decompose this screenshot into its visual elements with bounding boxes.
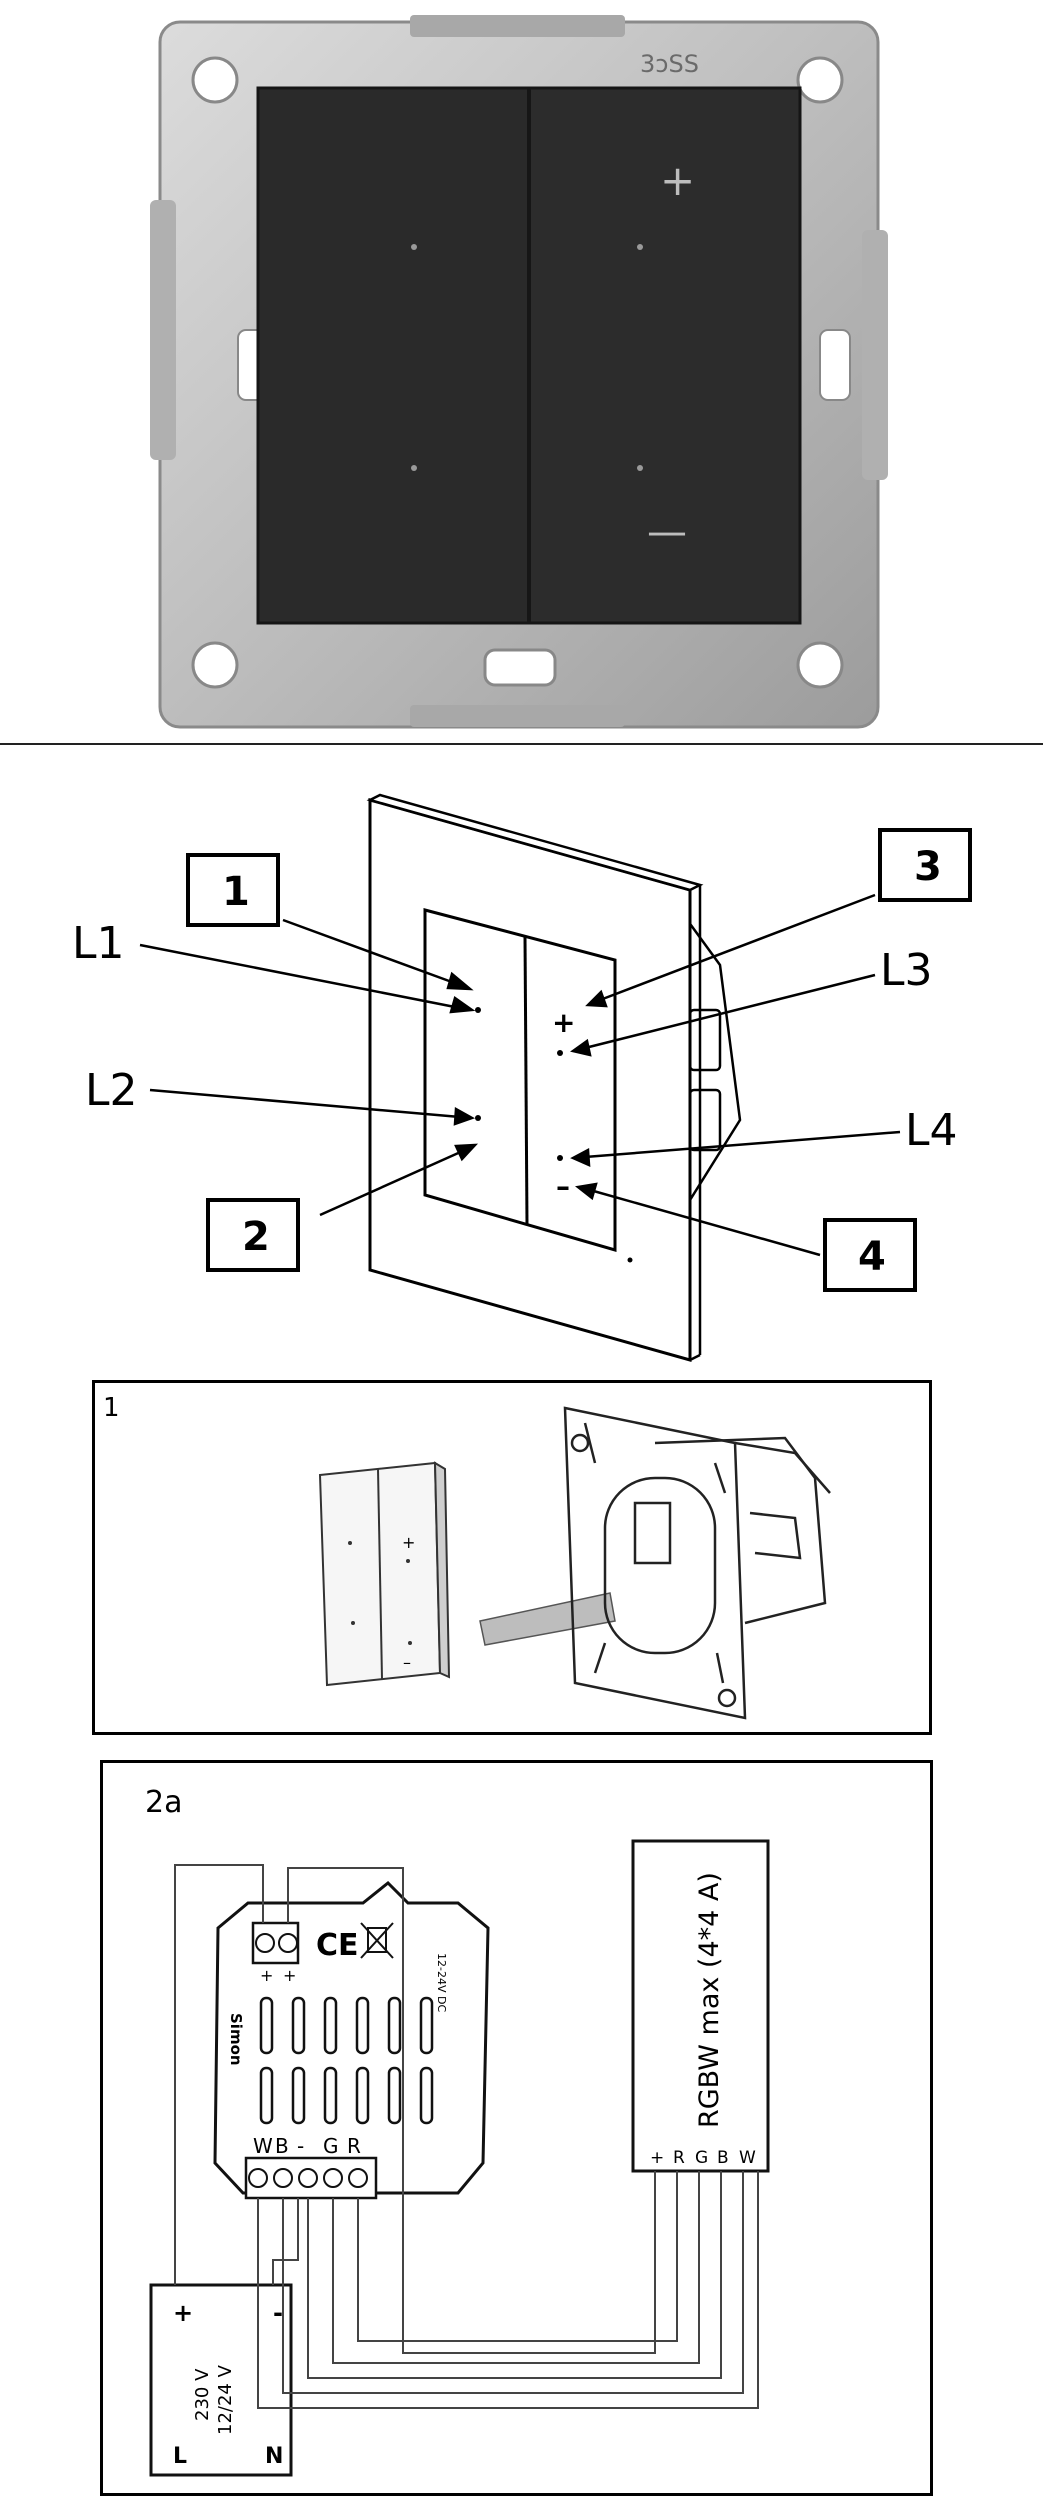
wiring-panel-2a: 2a + + CE 12-24V DC Simon	[100, 1760, 933, 2496]
led-dot	[411, 465, 417, 471]
terminal-w: W	[253, 2134, 273, 2158]
led-dot	[637, 244, 643, 250]
wiring-diagram: + + CE 12-24V DC Simon W B - G	[149, 1839, 770, 2477]
psu-plus: +	[173, 2299, 193, 2327]
svg-text:–: –	[403, 1653, 411, 1672]
step-1-label: 1	[103, 1393, 120, 1423]
switch-plate-right	[530, 88, 800, 623]
step-2a-label: 2a	[145, 1785, 183, 1820]
voltage-rating: 12-24V DC	[435, 1953, 448, 2012]
rgbw-pin-b: B	[717, 2148, 729, 2168]
rgbw-strip-box	[631, 1839, 770, 2173]
callout-2: 2	[242, 1214, 270, 1260]
led-dot	[637, 465, 643, 471]
input-plus-2: +	[283, 1966, 296, 1985]
plus-symbol: +	[660, 156, 695, 205]
minus-symbol: —	[647, 509, 687, 555]
rgbw-pin-plus: +	[650, 2148, 664, 2168]
switch-plate-left	[258, 88, 528, 623]
rgbw-pin-r: R	[673, 2148, 685, 2168]
led-dot	[411, 244, 417, 250]
psu-line2: 12/24 V	[215, 2364, 236, 2435]
power-supply-box	[149, 2283, 293, 2477]
terminal-r: R	[347, 2134, 361, 2158]
diagram-plus-mark: +	[552, 1006, 575, 1039]
callout-diagram: + – 1 2 3 4 L1 L2 L3 L4	[72, 793, 972, 1362]
led-label-l3: L3	[880, 945, 933, 996]
ce-mark: CE	[316, 1928, 359, 1963]
input-plus-1: +	[260, 1966, 273, 1985]
callout-3: 3	[914, 844, 942, 890]
svg-text:+: +	[402, 1533, 415, 1552]
terminal-minus: -	[297, 2134, 304, 2158]
callout-1: 1	[222, 869, 250, 915]
product-photo: 3ɔSS + —	[150, 15, 888, 729]
rgbw-title: RGBW max (4*4 A)	[694, 1872, 725, 2128]
diagram-minus-mark: –	[556, 1170, 570, 1203]
terminal-b: B	[275, 2134, 289, 2158]
mounting-illustration: + –	[318, 1406, 831, 1720]
psu-n: N	[265, 2444, 283, 2469]
weee-icon	[360, 1922, 394, 1959]
brand-label: Simon	[227, 2013, 245, 2066]
led-label-l1: L1	[72, 918, 125, 969]
frame-marking: 3ɔSS	[640, 50, 699, 78]
callout-4: 4	[858, 1234, 886, 1280]
section-divider	[0, 743, 1043, 745]
led-label-l2: L2	[85, 1065, 138, 1116]
step-1-panel: 1 + –	[92, 1380, 932, 1735]
psu-line1: 230 V	[192, 2368, 213, 2421]
rgbw-pin-g: G	[695, 2148, 708, 2168]
rgbw-pin-w: W	[739, 2148, 756, 2168]
terminal-g: G	[323, 2134, 339, 2158]
psu-minus: -	[273, 2299, 283, 2327]
led-label-l4: L4	[905, 1105, 958, 1156]
psu-l: L	[173, 2444, 187, 2469]
